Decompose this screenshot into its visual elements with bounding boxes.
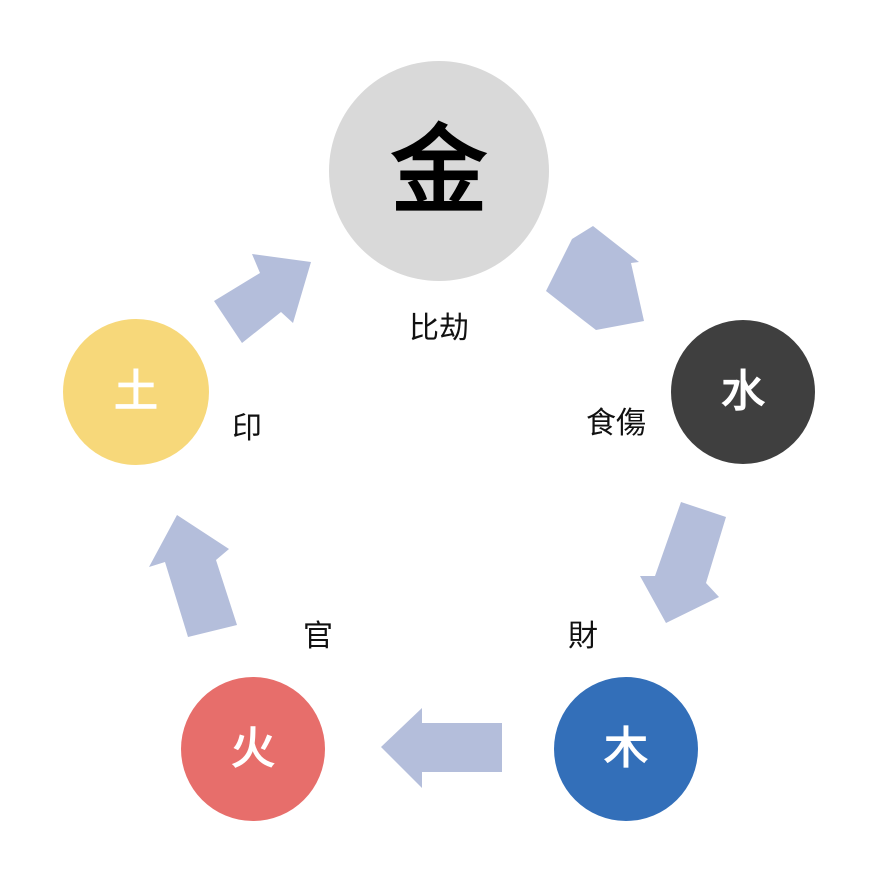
arrow-water-to-wood-icon <box>640 502 726 623</box>
arrow-fire-to-earth-icon <box>149 515 237 637</box>
arrow-earth-to-metal-icon <box>214 254 311 343</box>
fire-element-node: 火 <box>181 677 325 821</box>
earth-element-char: 土 <box>114 366 158 417</box>
arrow-wood-to-fire-icon <box>381 708 502 788</box>
wood-element-node: 木 <box>554 677 698 821</box>
arrow-metal-to-water-icon <box>546 226 644 330</box>
in-label: 印 <box>232 411 262 446</box>
zai-label: 財 <box>568 619 598 654</box>
hikou-label: 比劫 <box>409 311 469 346</box>
water-element-node: 水 <box>671 320 815 464</box>
earth-element-node: 土 <box>63 319 209 465</box>
wood-element-char: 木 <box>604 723 648 774</box>
fire-element-char: 火 <box>231 723 275 774</box>
shokusho-label: 食傷 <box>586 406 646 441</box>
water-element-char: 水 <box>721 366 765 417</box>
metal-element-node: 金 <box>329 61 549 281</box>
kan-label: 官 <box>303 619 333 654</box>
metal-element-char: 金 <box>391 115 487 227</box>
